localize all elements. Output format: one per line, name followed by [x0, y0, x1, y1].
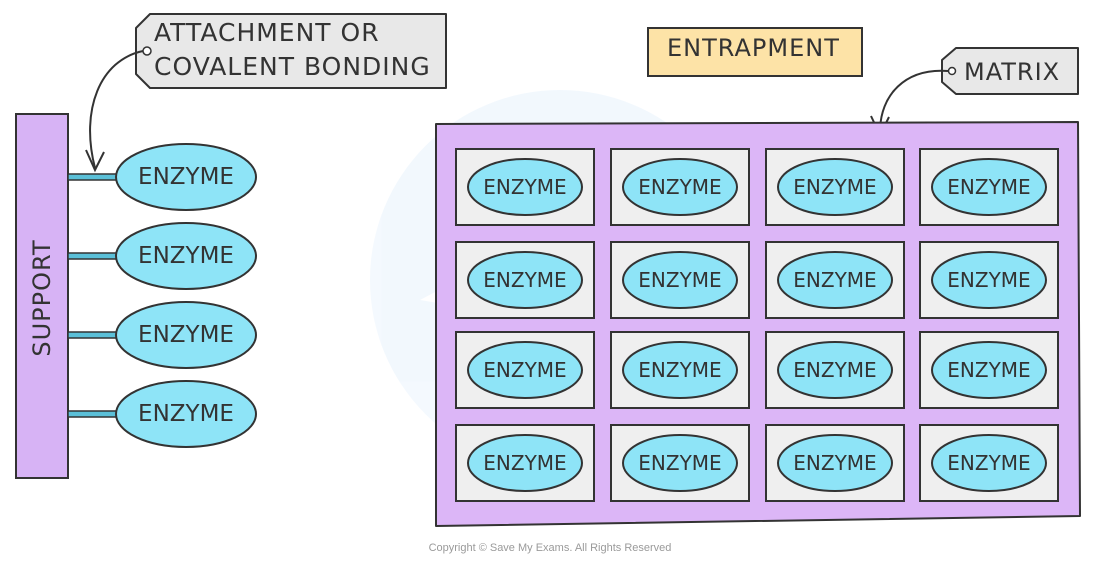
covalent-bonds	[67, 173, 119, 418]
trapped-enzyme	[931, 434, 1047, 492]
trapped-enzyme-label: ENZYME	[947, 451, 1031, 475]
attachment-tag-label: ATTACHMENT OR COVALENT BONDING	[136, 12, 444, 88]
support-label: SUPPORT	[28, 239, 56, 357]
matrix-cells	[455, 148, 1059, 502]
attached-enzyme-label: ENZYME	[138, 164, 234, 190]
trapped-enzyme	[467, 251, 583, 309]
trapped-enzyme-label: ENZYME	[947, 268, 1031, 292]
trapped-enzyme	[931, 251, 1047, 309]
copyright-notice: Copyright © Save My Exams. All Rights Re…	[428, 542, 672, 554]
matrix-tag	[941, 47, 1079, 95]
trapped-enzyme-label: ENZYME	[638, 268, 722, 292]
matrix-arrow	[879, 69, 949, 133]
trapped-enzyme	[622, 158, 738, 216]
trapped-enzyme-label: ENZYME	[483, 358, 567, 382]
trapped-enzyme	[622, 251, 738, 309]
attached-enzyme-label: ENZYME	[138, 243, 234, 269]
attachment-arrow-head	[85, 149, 105, 173]
trapped-enzyme-label: ENZYME	[793, 268, 877, 292]
matrix-tag-hole	[947, 66, 957, 76]
trapped-enzyme	[622, 341, 738, 399]
trapped-enzyme-label: ENZYME	[638, 451, 722, 475]
trapped-enzyme-label: ENZYME	[483, 268, 567, 292]
attached-enzyme-label: ENZYME	[138, 401, 234, 427]
attachment-tag	[135, 13, 447, 89]
attached-enzymes	[115, 143, 257, 448]
trapped-enzyme-label: ENZYME	[483, 451, 567, 475]
trapped-enzyme-label: ENZYME	[483, 175, 567, 199]
support-bar	[15, 113, 69, 479]
attachment-arrow	[89, 50, 144, 169]
trapped-enzyme	[931, 341, 1047, 399]
attachment-label-line2: COVALENT BONDING	[154, 52, 431, 81]
trapped-enzyme	[931, 158, 1047, 216]
trapped-enzyme-label: ENZYME	[638, 358, 722, 382]
trapped-enzyme-label: ENZYME	[638, 175, 722, 199]
attached-enzyme-label: ENZYME	[138, 322, 234, 348]
entrapment-box	[647, 27, 863, 77]
trapped-enzyme	[777, 158, 893, 216]
trapped-enzyme-label: ENZYME	[793, 358, 877, 382]
trapped-enzyme-label: ENZYME	[793, 451, 877, 475]
trapped-enzyme	[622, 434, 738, 492]
trapped-enzyme	[777, 251, 893, 309]
trapped-enzyme	[467, 341, 583, 399]
attachment-label-line1: ATTACHMENT OR	[154, 18, 380, 47]
trapped-enzyme-label: ENZYME	[947, 358, 1031, 382]
trapped-enzyme-label: ENZYME	[793, 175, 877, 199]
trapped-enzyme	[467, 434, 583, 492]
entrapment-label: ENTRAPMENT	[667, 34, 840, 62]
matrix-label: MATRIX	[964, 58, 1061, 86]
trapped-enzyme	[777, 434, 893, 492]
trapped-enzyme	[777, 341, 893, 399]
trapped-enzyme	[467, 158, 583, 216]
trapped-enzyme-label: ENZYME	[947, 175, 1031, 199]
